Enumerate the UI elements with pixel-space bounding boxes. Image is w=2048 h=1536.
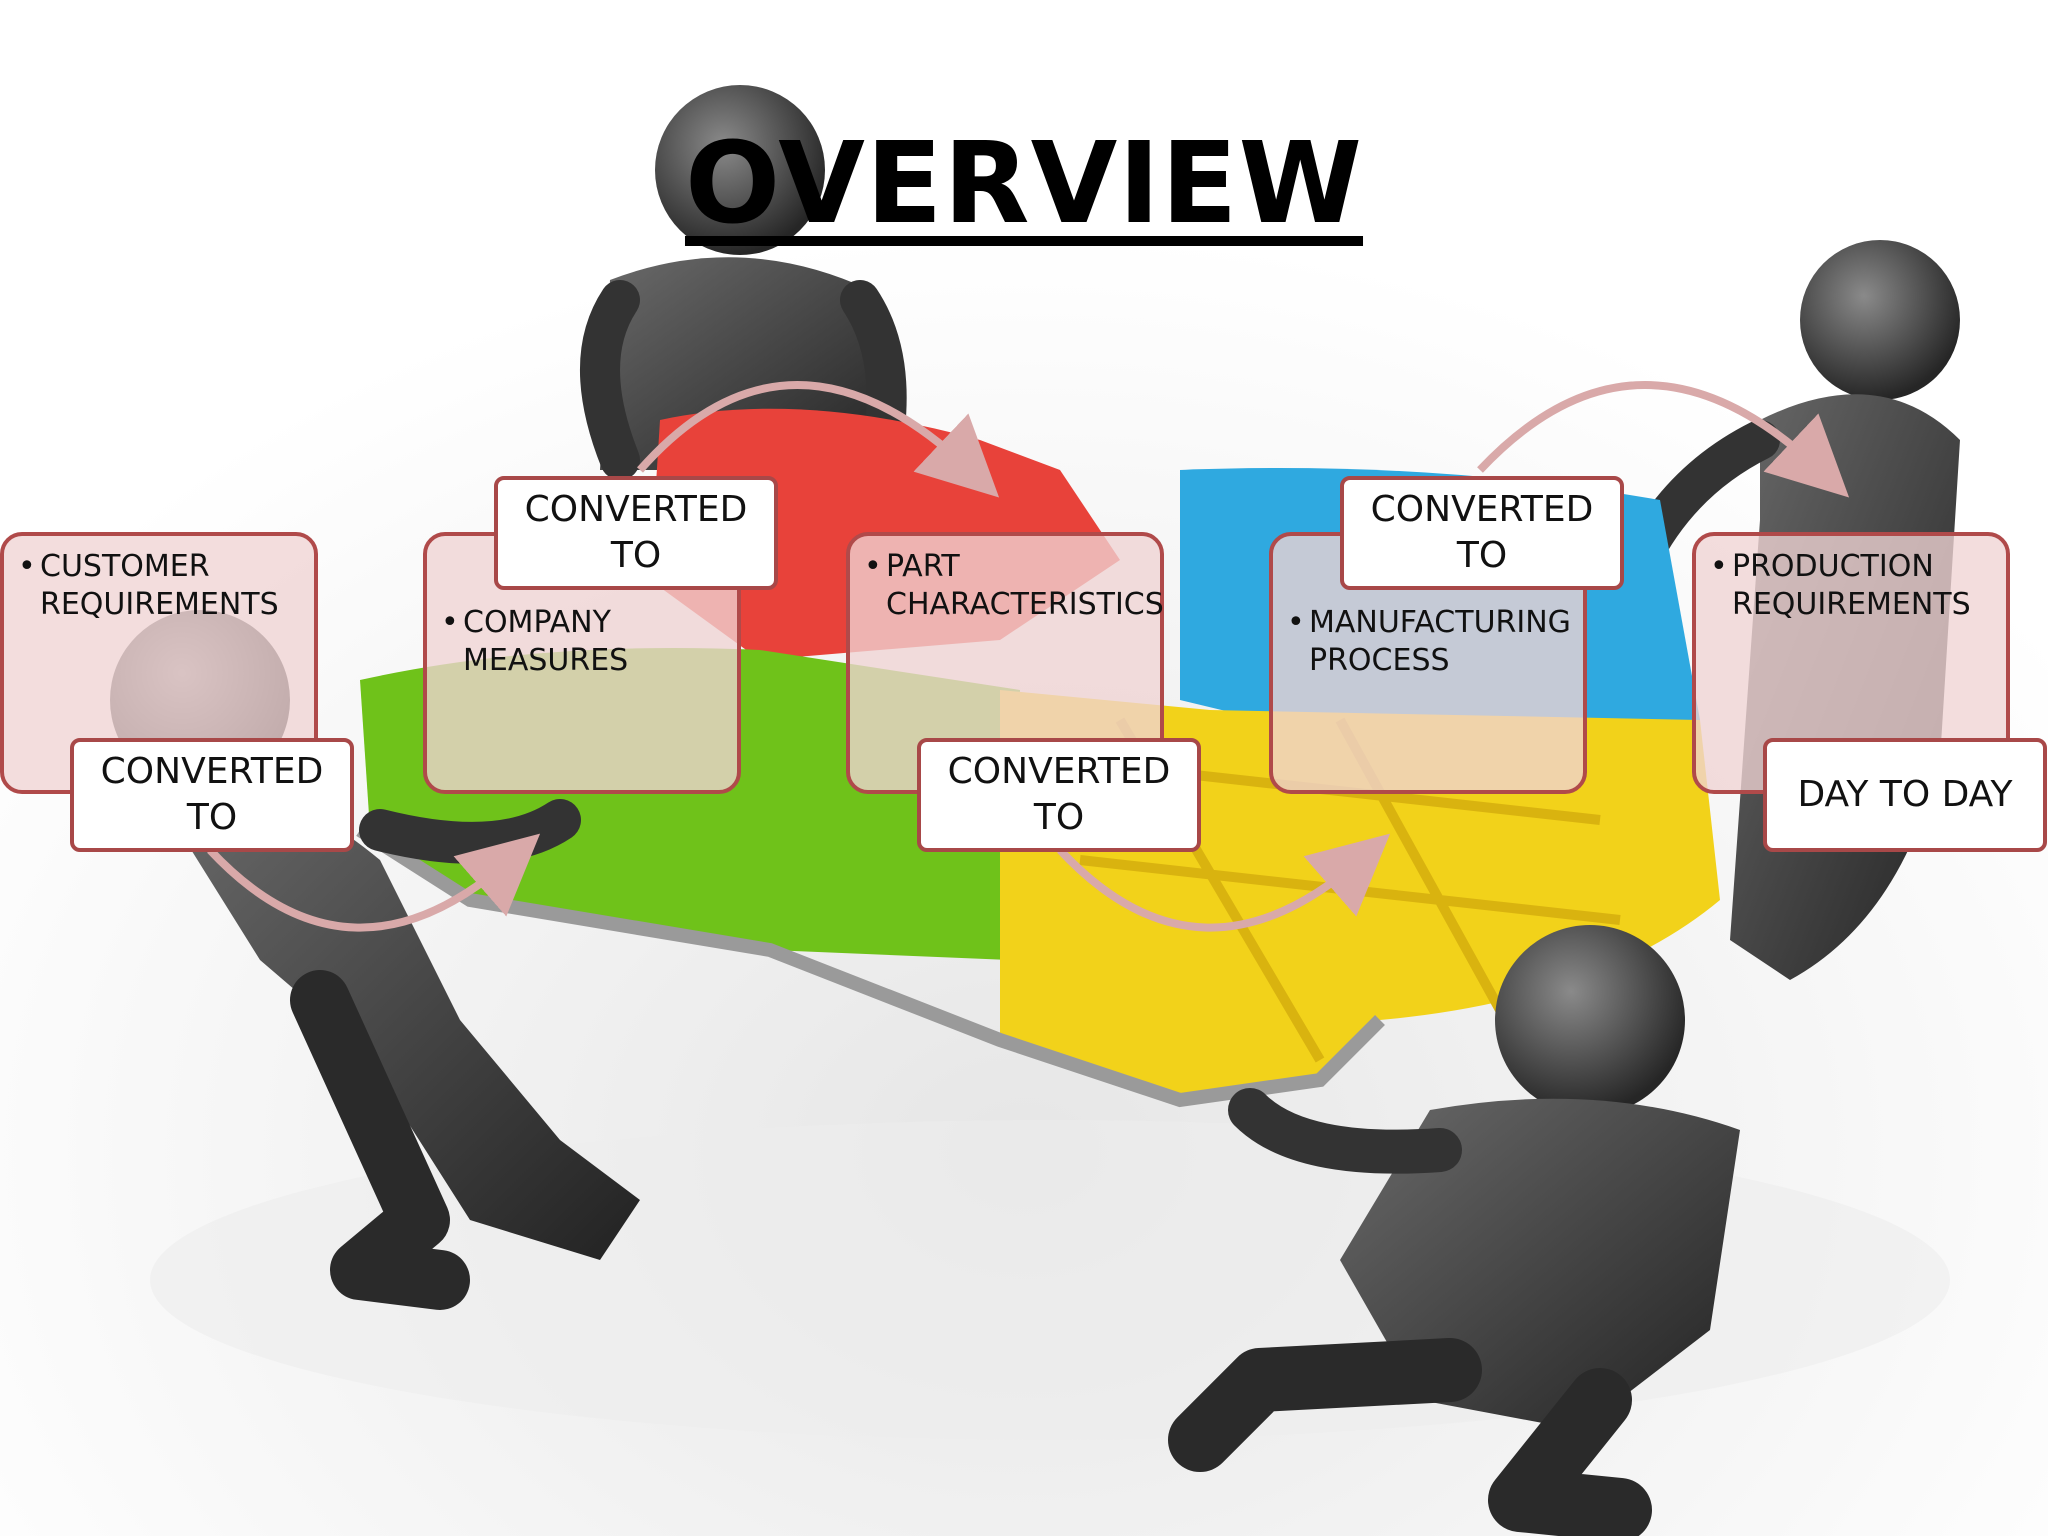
arrow-2 [637, 381, 1000, 498]
connector-5: DAY TO DAY [1763, 738, 2047, 852]
arrow-3 [1057, 833, 1391, 932]
stage-label: PART CHARACTERISTICS [886, 549, 1164, 622]
stage-label: MANUFACTURING PROCESS [1309, 605, 1571, 678]
connector-4: CONVERTED TO [1340, 476, 1624, 590]
stage-label: COMPANY MEASURES [463, 605, 629, 678]
figure-bottom [1168, 925, 1740, 1536]
stage-label: CUSTOMER REQUIREMENTS [40, 549, 279, 622]
flow-arrows [207, 381, 1850, 932]
page-title: OVERVIEW [684, 119, 1364, 249]
arrow-1 [207, 833, 541, 932]
stage-label: PRODUCTION REQUIREMENTS [1732, 549, 1971, 622]
connector-1: CONVERTED TO [70, 738, 354, 852]
connector-2: CONVERTED TO [494, 476, 778, 590]
arrow-4 [1477, 381, 1850, 498]
connector-3: CONVERTED TO [917, 738, 1201, 852]
